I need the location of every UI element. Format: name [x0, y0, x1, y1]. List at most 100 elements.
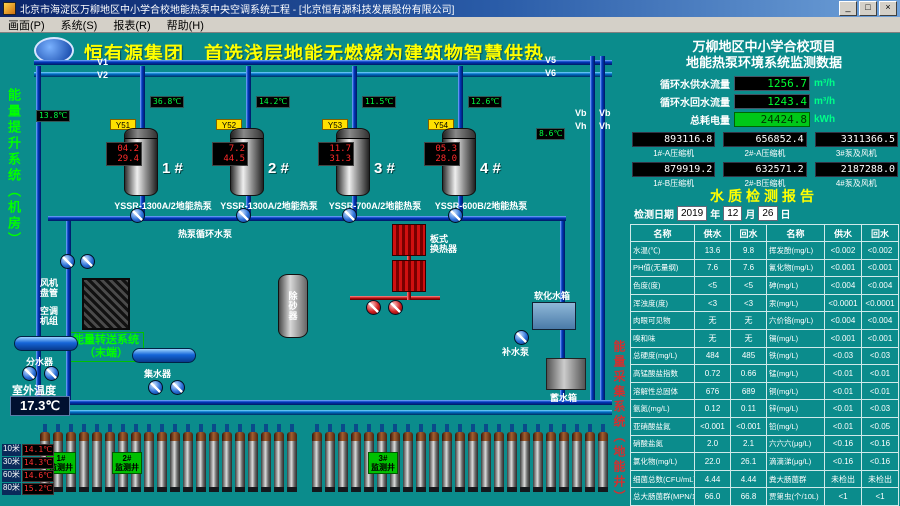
- well-supply-manifold: [34, 400, 612, 405]
- water-collector: [132, 348, 196, 363]
- valve-label: V5: [545, 55, 557, 65]
- energy-lift-system-label: 能量提升系统（机房）: [6, 88, 21, 248]
- pump-icon: [236, 208, 251, 223]
- equipment-label: 热泵循环水泵: [178, 229, 233, 239]
- well: [455, 424, 465, 492]
- well: [183, 424, 193, 492]
- menu-item-help[interactable]: 帮助(H): [166, 19, 204, 32]
- valve-label: V2: [97, 70, 109, 80]
- pipe: [66, 221, 71, 401]
- valve-label: Vh: [575, 121, 587, 131]
- pipe: [48, 216, 566, 221]
- flow-value-display: 1256.7: [734, 75, 810, 91]
- panel-title-line2: 地能热泵环境系统监测数据: [685, 55, 842, 70]
- well: [170, 424, 180, 492]
- well: [442, 424, 452, 492]
- close-button[interactable]: ×: [879, 1, 897, 16]
- well: [338, 424, 348, 492]
- pipe: [352, 66, 357, 128]
- temp-display: 14.2℃: [256, 96, 291, 108]
- unit-number: 3 #: [374, 160, 395, 177]
- well: [312, 424, 322, 492]
- pipe: [140, 66, 145, 128]
- equipment-label: 分水器: [26, 357, 54, 367]
- water-quality-header: 名称供水回水名称供水回水: [630, 224, 899, 242]
- unit-number: 4 #: [480, 160, 501, 177]
- outdoor-temp-display: 17.3℃: [10, 396, 70, 416]
- well: [92, 424, 102, 492]
- well: [105, 424, 115, 492]
- well: [274, 424, 284, 492]
- pump-icon: [448, 208, 463, 223]
- minimize-button[interactable]: _: [839, 1, 857, 16]
- pump-icon: [170, 380, 185, 395]
- menu-item-system[interactable]: 系统(S): [60, 19, 98, 32]
- date-month-box: 12: [723, 206, 743, 221]
- menu-item-report[interactable]: 报表(R): [113, 19, 151, 32]
- pipe: [36, 66, 41, 398]
- valve-tag: Y53: [322, 119, 348, 130]
- date-label: 检测日期: [634, 210, 674, 221]
- pipe: [34, 60, 612, 65]
- date-year-box: 2019: [677, 206, 708, 221]
- water-quality-row: 嗅和味无无镉(mg/L)<0.001<0.001: [630, 328, 899, 348]
- pump-icon: [514, 330, 529, 345]
- equipment-label: 空调 机组: [40, 306, 59, 326]
- well: [429, 424, 439, 492]
- menu-bar: 画面(P) 系统(S) 报表(R) 帮助(H): [0, 17, 900, 33]
- panel-title-line1: 万柳地区中小学合校项目: [692, 39, 836, 54]
- equipment-label: 蓄水箱: [550, 393, 578, 403]
- well: [222, 424, 232, 492]
- pipe: [590, 56, 595, 402]
- well: [468, 424, 478, 492]
- energy-counter: 893116.8: [632, 132, 716, 147]
- title-bar: 北京市海淀区万柳地区中小学合校地能热泵中央空调系统工程 - [北京恒有源科技发展…: [0, 0, 900, 17]
- pipe: [246, 66, 251, 128]
- unit-number: 2 #: [268, 160, 289, 177]
- pump-icon: [60, 254, 75, 269]
- well: [546, 424, 556, 492]
- valve-label: V1: [97, 57, 109, 67]
- energy-collection-system-label: 能量采集系统（地能井）: [612, 340, 626, 505]
- well: [416, 424, 426, 492]
- pump-icon: [80, 254, 95, 269]
- well: [248, 424, 258, 492]
- pipe: [140, 196, 145, 216]
- maximize-button[interactable]: □: [859, 1, 877, 16]
- well: [261, 424, 271, 492]
- pump-icon: [22, 366, 37, 381]
- outdoor-temp-label: 室外温度: [12, 385, 56, 397]
- well: [196, 424, 206, 492]
- well: [507, 424, 517, 492]
- cooling-tower: [82, 278, 130, 330]
- unit-name: YSSR-700A/2地能热泵: [328, 201, 422, 211]
- pump-icon: [388, 300, 403, 315]
- window-title: 北京市海淀区万柳地区中小学合校地能热泵中央空调系统工程 - [北京恒有源科技发展…: [20, 5, 455, 16]
- menu-item-screen[interactable]: 画面(P): [8, 19, 45, 32]
- plate-heat-exchanger: [392, 260, 426, 292]
- well: [494, 424, 504, 492]
- valve-label: Vb: [575, 108, 587, 118]
- valve-tag: Y54: [428, 119, 454, 130]
- unit-name: YSSR-1300A/2地能热泵: [220, 201, 318, 211]
- equipment-label: 板式 换热器: [430, 234, 458, 254]
- pump-icon: [44, 366, 59, 381]
- valve-tag: Y51: [110, 119, 136, 130]
- pipe: [246, 196, 251, 216]
- temp-display: 12.6℃: [468, 96, 503, 108]
- well: [572, 424, 582, 492]
- plate-heat-exchanger: [392, 224, 426, 256]
- well-label: 2#监测井: [112, 452, 142, 474]
